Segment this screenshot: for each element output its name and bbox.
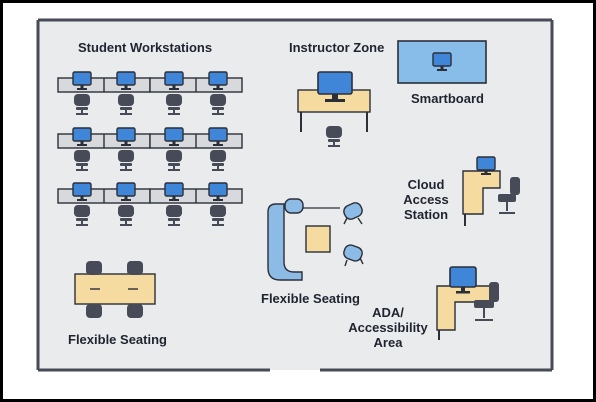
label-instructor-zone: Instructor Zone (289, 40, 385, 55)
label-student-workstations: Student Workstations (78, 40, 213, 55)
label-ada-line-1: ADA/ (372, 305, 404, 320)
flexible-seating-center (267, 198, 364, 281)
label-cloud-line-3: Station (403, 207, 449, 222)
cloud-access-station (462, 156, 520, 226)
label-cloud-line-1: Cloud (407, 177, 445, 192)
instructor-desk (297, 71, 371, 147)
smartboard (397, 40, 487, 84)
flexible-seating-left (74, 261, 156, 318)
label-cloud-line-2: Access (403, 192, 449, 207)
label-ada-line-2: Accessibility (348, 320, 428, 335)
label-flexible-seating-left: Flexible Seating (68, 332, 167, 347)
label-flexible-seating-center: Flexible Seating (261, 291, 360, 306)
label-ada-accessibility-area: ADA/ Accessibility Area (344, 305, 432, 350)
label-ada-line-3: Area (373, 335, 403, 350)
label-smartboard: Smartboard (411, 91, 484, 106)
label-cloud-access-station: Cloud Access Station (396, 177, 456, 222)
ada-accessibility-area (436, 266, 499, 340)
